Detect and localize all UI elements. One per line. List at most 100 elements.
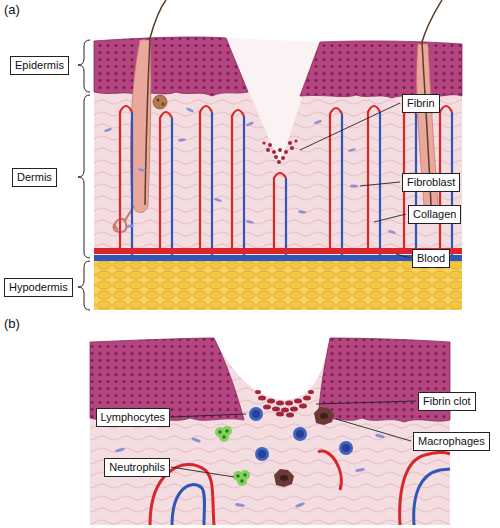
fibrin-strands	[274, 155, 278, 159]
fibroblast-cells	[350, 184, 358, 187]
neutrophil-cells	[222, 435, 226, 439]
hypodermis-fat	[94, 258, 462, 310]
epidermis-layer	[300, 41, 462, 98]
neutrophil-cells	[218, 430, 222, 434]
macrophage-cells	[314, 407, 334, 425]
fibrin-clot	[255, 390, 314, 418]
lymphocyte-cells	[293, 427, 307, 441]
fibroblast-cells	[314, 119, 322, 124]
fibroblast-cells	[214, 197, 222, 202]
leader-line	[300, 103, 400, 150]
fibroblast-cells	[138, 168, 146, 173]
fibroblast-cells	[295, 502, 305, 508]
label-text: Epidermis	[15, 58, 64, 73]
fibroblast-cells	[355, 468, 365, 473]
label-text: Dermis	[17, 170, 52, 185]
capillary-loops	[171, 118, 173, 257]
neutrophil-cells	[236, 474, 240, 478]
lymphocyte-cells	[296, 430, 304, 438]
neutrophil-cells	[233, 470, 250, 486]
macrophage-cells	[274, 469, 294, 487]
capillary-loops	[330, 108, 342, 250]
blood-vessels	[414, 469, 450, 525]
label-box: Lymphocytes	[96, 408, 170, 427]
lymphocyte-cells	[249, 407, 353, 461]
fibrin-clot	[285, 401, 293, 406]
layer-brace	[78, 261, 90, 310]
lymphocyte-cells	[255, 447, 269, 461]
fibrin-strands	[272, 150, 276, 154]
capillary-loops	[285, 178, 287, 257]
fibrin-clot	[267, 399, 275, 404]
label-text: Lymphocytes	[101, 410, 165, 425]
fibrin-clot	[303, 396, 311, 401]
macrophage-cells	[314, 407, 334, 425]
layer-brace	[78, 40, 90, 92]
label-box: Neutrophils	[104, 458, 170, 477]
fibrin-strands	[284, 150, 288, 154]
fibroblast-cells	[246, 121, 254, 127]
lymphocyte-cells	[342, 444, 350, 452]
fibrin-clot	[294, 399, 302, 404]
label-text: Collagen	[413, 207, 456, 222]
neutrophil-cells	[240, 479, 244, 483]
fibrin-strands	[288, 141, 292, 145]
label-box: Fibrin	[402, 94, 440, 113]
layer-brace	[78, 95, 90, 258]
lymphocyte-cells	[249, 407, 263, 421]
fibroblast-cells	[298, 210, 306, 214]
leader-line	[336, 419, 411, 441]
fibrin-clot	[255, 390, 261, 394]
wound-gap	[226, 38, 320, 165]
capillary-loops	[341, 114, 343, 257]
fibrin-clot	[286, 413, 294, 418]
capillary-loops	[243, 116, 245, 257]
fibrin-strands	[262, 139, 297, 164]
blood-vessels	[94, 251, 462, 258]
fibroblast-cells	[186, 107, 194, 113]
label-box: Hypodermis	[4, 278, 73, 297]
fibrin-strands	[290, 146, 294, 150]
macrophage-cells	[320, 413, 328, 419]
fibrin-strands	[277, 160, 281, 164]
capillary-loops	[131, 112, 133, 257]
capillary-loops	[120, 106, 132, 250]
capillary-loops	[160, 112, 172, 250]
label-text: Fibroblast	[407, 175, 455, 190]
fibrin-clot	[258, 396, 266, 401]
blood-vessels	[150, 451, 450, 525]
neutrophil-cells	[215, 426, 232, 442]
label-text: Fibrin clot	[423, 394, 471, 409]
lymphocyte-cells	[255, 447, 269, 461]
fibrin-strands	[281, 156, 285, 160]
fibrin-clot	[272, 407, 280, 412]
fibrin-clot	[308, 390, 314, 394]
blood-vessels	[94, 248, 462, 254]
layer-brace	[78, 40, 90, 310]
neutrophil-cells	[243, 473, 247, 477]
capillary-loops	[211, 112, 213, 257]
label-box: Macrophages	[413, 432, 490, 451]
epidermis-layer	[94, 37, 248, 96]
lymphocyte-cells	[293, 427, 307, 441]
fibrin-strands	[294, 139, 297, 142]
label-box: Blood	[412, 249, 450, 268]
blood-vessels	[400, 453, 450, 525]
fibroblast-cells	[178, 138, 186, 142]
label-text: Blood	[417, 251, 445, 266]
blood-vessels	[172, 485, 205, 525]
leader-line	[374, 214, 406, 222]
leader-line	[171, 414, 246, 417]
fibroblast-cells	[348, 148, 356, 153]
lymphocyte-cells	[258, 450, 266, 458]
fibroblast-cells	[115, 447, 125, 453]
leader-line	[316, 401, 416, 404]
hair-follicle	[153, 95, 167, 109]
fibroblast-cells	[246, 220, 254, 224]
blood-vessels	[318, 451, 341, 490]
fibrin-strands	[278, 148, 282, 152]
macrophage-cells	[274, 407, 334, 487]
neutrophil-cells	[225, 429, 229, 433]
capillary-loops	[200, 106, 212, 250]
